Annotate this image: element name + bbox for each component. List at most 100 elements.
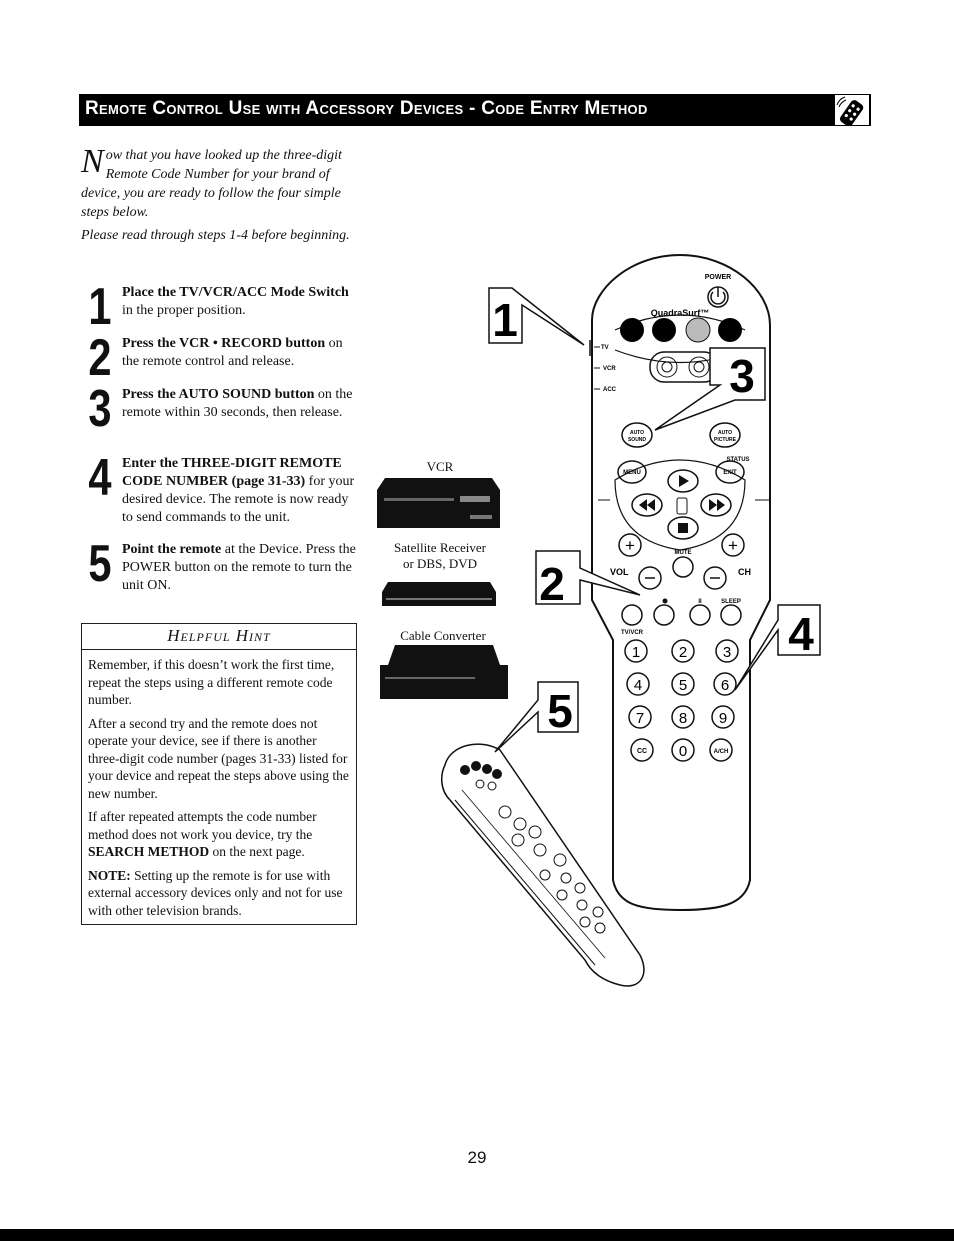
vcr-device-image — [377, 478, 500, 528]
svg-text:4: 4 — [634, 677, 642, 694]
hint-paragraph: If after repeated attempts the code numb… — [88, 809, 317, 859]
cc-button — [630, 738, 654, 762]
svg-text:2: 2 — [679, 644, 687, 661]
step-3: 3 Press the AUTO SOUND button on the rem… — [82, 383, 362, 435]
step-bold: Place the TV/VCR/ACC Mode Switch — [122, 285, 349, 300]
hint-paragraph: NOTE: Setting up the remote is for use w… — [88, 867, 343, 918]
svg-text:A/CH: A/CH — [714, 749, 729, 755]
svg-text:3: 3 — [723, 644, 731, 661]
intro-note: Please read through steps 1-4 before beg… — [81, 228, 350, 243]
svg-text:6: 6 — [721, 677, 729, 694]
step-rest: in the proper position. — [122, 303, 246, 318]
fast-forward-icon — [709, 499, 717, 511]
svg-text:CH: CH — [738, 567, 751, 577]
svg-text:AUTO: AUTO — [718, 430, 732, 436]
remote-control-image: POWER QuadraSurf™ TV VCR ACC AUTO SOUND — [589, 253, 771, 912]
power-icon — [707, 286, 729, 308]
callout-5: 5 — [494, 681, 579, 753]
section-header: Remote Control Use with Accessory Device… — [79, 94, 871, 126]
menu-button — [617, 460, 647, 484]
step-number: 2 — [88, 329, 112, 387]
hint-paragraph: After a second try and the remote does n… — [88, 715, 349, 801]
cable-label: Cable Converter — [400, 628, 486, 643]
svg-text:+: + — [728, 536, 738, 555]
svg-text:9: 9 — [719, 710, 727, 727]
step-number: 1 — [88, 278, 112, 336]
step-rest: on the remote within 30 seconds, then re… — [122, 387, 353, 420]
step-rest: for your desired device. The remote is n… — [122, 474, 355, 525]
bottom-bar — [0, 1229, 954, 1241]
svg-text:1: 1 — [492, 294, 518, 346]
volume-down-button — [638, 566, 662, 590]
quadrasurf-button-2 — [652, 318, 676, 342]
svg-text:ACC: ACC — [603, 387, 617, 393]
alternate-channel-button — [709, 738, 733, 762]
svg-text:EXIT: EXIT — [723, 470, 737, 476]
auto-sound-button — [621, 422, 653, 448]
step-1: 1 Place the TV/VCR/ACC Mode Switch in th… — [82, 281, 362, 333]
digit-6-button — [713, 672, 737, 696]
small-remote-image — [440, 743, 645, 987]
digit-1-button — [624, 639, 648, 663]
svg-text:VOL: VOL — [610, 567, 629, 577]
svg-text:VCR: VCR — [603, 366, 616, 372]
svg-text:STATUS: STATUS — [726, 457, 749, 463]
channel-up-button — [721, 533, 745, 557]
step-5: 5 Point the remote at the Device. Press … — [82, 538, 362, 595]
step-bold: Press the VCR • RECORD button — [122, 336, 326, 351]
hint-body: Remember, if this doesn’t work the first… — [82, 650, 356, 919]
record-button — [676, 497, 688, 515]
play-icon — [679, 475, 689, 487]
svg-text:5: 5 — [679, 677, 687, 694]
helpful-hint-box: Helpful Hint Remember, if this doesn’t w… — [81, 623, 357, 925]
svg-text:3: 3 — [729, 350, 755, 402]
auto-picture-button — [709, 422, 741, 448]
quadrasurf-button-1 — [620, 318, 644, 342]
fast-forward-button — [700, 493, 732, 517]
hint-paragraph: Remember, if this doesn’t work the first… — [88, 657, 335, 707]
svg-text:MUTE: MUTE — [675, 550, 692, 556]
rewind-button — [631, 493, 663, 517]
step-rest: on the remote control and release. — [122, 336, 343, 369]
picture-smart-button — [688, 356, 710, 378]
sleep-button — [720, 604, 742, 626]
step-bold: Press the AUTO SOUND button — [122, 387, 315, 402]
step-number: 4 — [88, 449, 112, 507]
stop-button — [667, 516, 699, 540]
mute-button — [672, 556, 694, 578]
volume-up-button — [618, 533, 642, 557]
callout-2: 2 — [535, 550, 641, 610]
svg-text:CC: CC — [637, 748, 647, 755]
channel-down-button — [703, 566, 727, 590]
svg-text:1: 1 — [632, 644, 640, 661]
stop-icon — [678, 523, 688, 533]
cable-converter-image — [380, 645, 508, 699]
callout-3: 3 — [654, 347, 766, 431]
svg-text:TV: TV — [601, 345, 609, 351]
digit-8-button — [671, 705, 695, 729]
brand-label: QuadraSurf™ — [651, 308, 710, 318]
record-pause-button — [653, 604, 675, 626]
section-title: Remote Control Use with Accessory Device… — [85, 98, 648, 119]
sound-smart-button — [656, 356, 678, 378]
remote-signal-icon — [835, 95, 869, 125]
svg-text:8: 8 — [679, 710, 687, 727]
callout-1: 1 — [488, 287, 585, 346]
quadrasurf-button-3 — [685, 317, 711, 343]
svg-text:5: 5 — [547, 685, 573, 737]
digit-3-button — [715, 639, 739, 663]
drop-cap: N — [81, 143, 104, 180]
svg-text:7: 7 — [636, 710, 644, 727]
svg-text:0: 0 — [679, 743, 687, 760]
play-button — [667, 469, 699, 493]
svg-text:+: + — [625, 536, 635, 555]
callout-4: 4 — [734, 604, 821, 691]
satellite-receiver-image — [382, 582, 496, 606]
quadrasurf-button-4 — [718, 318, 742, 342]
exit-button — [715, 460, 745, 484]
svg-text:MENU: MENU — [623, 470, 641, 476]
svg-text:II: II — [698, 599, 702, 605]
power-label: POWER — [705, 274, 731, 281]
